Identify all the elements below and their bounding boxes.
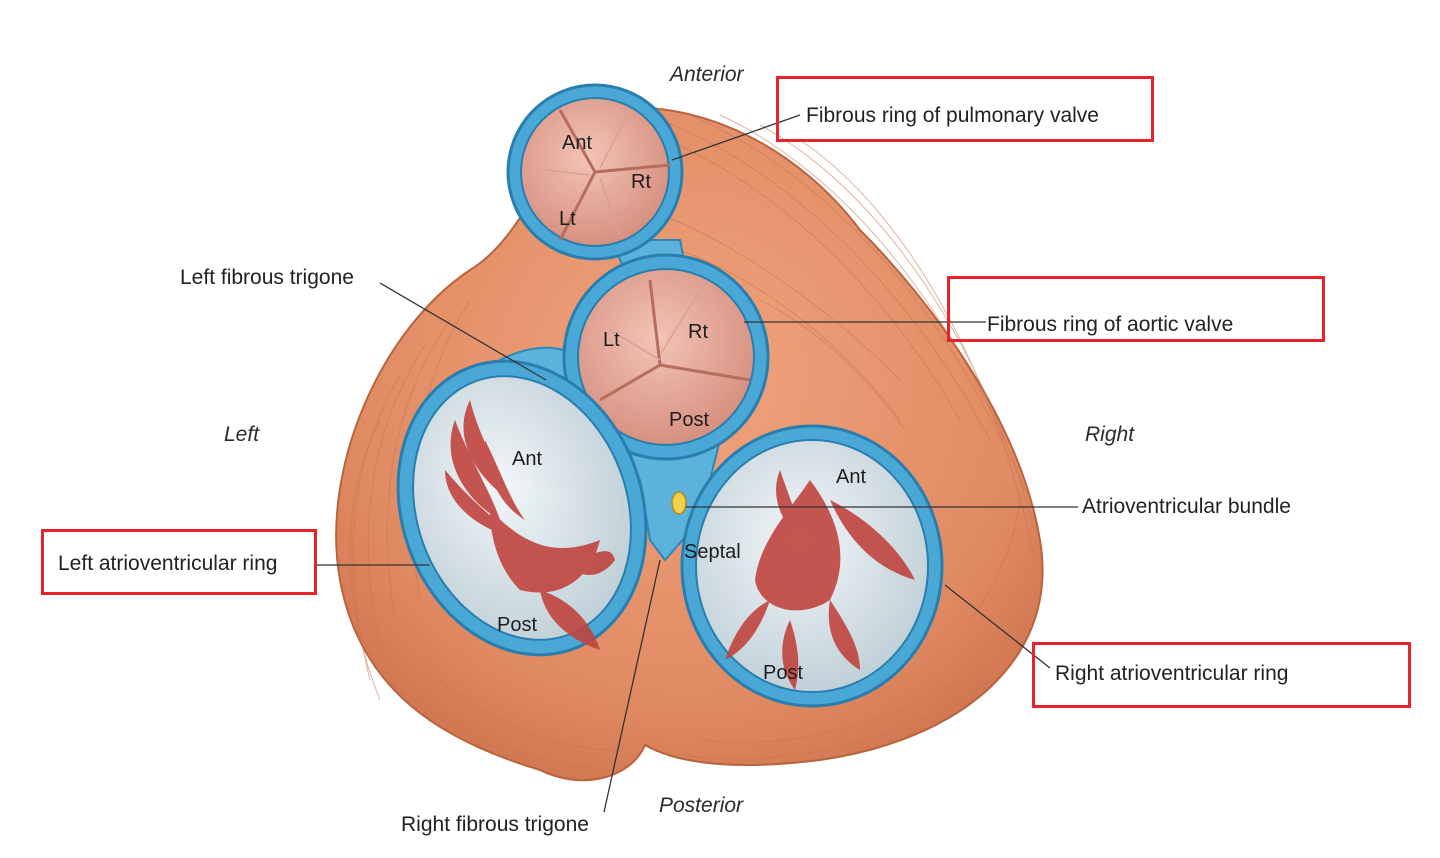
cusp-tricuspid-ant: Ant: [836, 466, 867, 488]
label-right-trigone: Right fibrous trigone: [401, 813, 589, 836]
cusp-aortic-lt: Lt: [603, 329, 620, 351]
cusp-pulmonary-rt: Rt: [631, 171, 651, 193]
cusp-aortic-rt: Rt: [688, 321, 708, 343]
highlight-box-aortic: [947, 276, 1325, 342]
av-bundle: [671, 491, 687, 515]
mitral-leaflets: [445, 400, 615, 650]
label-anterior: Anterior: [670, 63, 744, 86]
label-left-av-ring: Left atrioventricular ring: [58, 552, 278, 575]
tricuspid-orifice: [680, 424, 944, 708]
cusp-tricuspid-post: Post: [763, 662, 804, 684]
label-pulmonary-ring: Fibrous ring of pulmonary valve: [806, 104, 1099, 127]
label-right: Right: [1085, 423, 1135, 446]
cusp-pulmonary-lt: Lt: [559, 208, 576, 230]
pulmonary-valve: [506, 83, 684, 261]
highlight-box-left-av: [41, 529, 317, 595]
label-posterior: Posterior: [659, 794, 744, 817]
cusp-mitral-ant: Ant: [512, 448, 543, 470]
tricuspid-leaflets: [725, 470, 915, 690]
cusp-aortic-post: Post: [669, 409, 710, 431]
cusp-mitral-post: Post: [497, 614, 538, 636]
mitral-orifice: [396, 359, 648, 657]
aortic-valve: [562, 253, 770, 461]
label-left: Left: [224, 423, 260, 446]
highlight-box-right-av: [1032, 642, 1411, 708]
cusp-tricuspid-septal: Septal: [684, 541, 741, 563]
label-right-av-ring: Right atrioventricular ring: [1055, 662, 1289, 685]
label-av-bundle: Atrioventricular bundle: [1082, 495, 1291, 518]
highlight-box-pulmonary: [776, 76, 1154, 142]
cusp-pulmonary-ant: Ant: [562, 132, 593, 154]
label-left-trigone: Left fibrous trigone: [180, 266, 354, 289]
label-aortic-ring: Fibrous ring of aortic valve: [987, 313, 1234, 336]
